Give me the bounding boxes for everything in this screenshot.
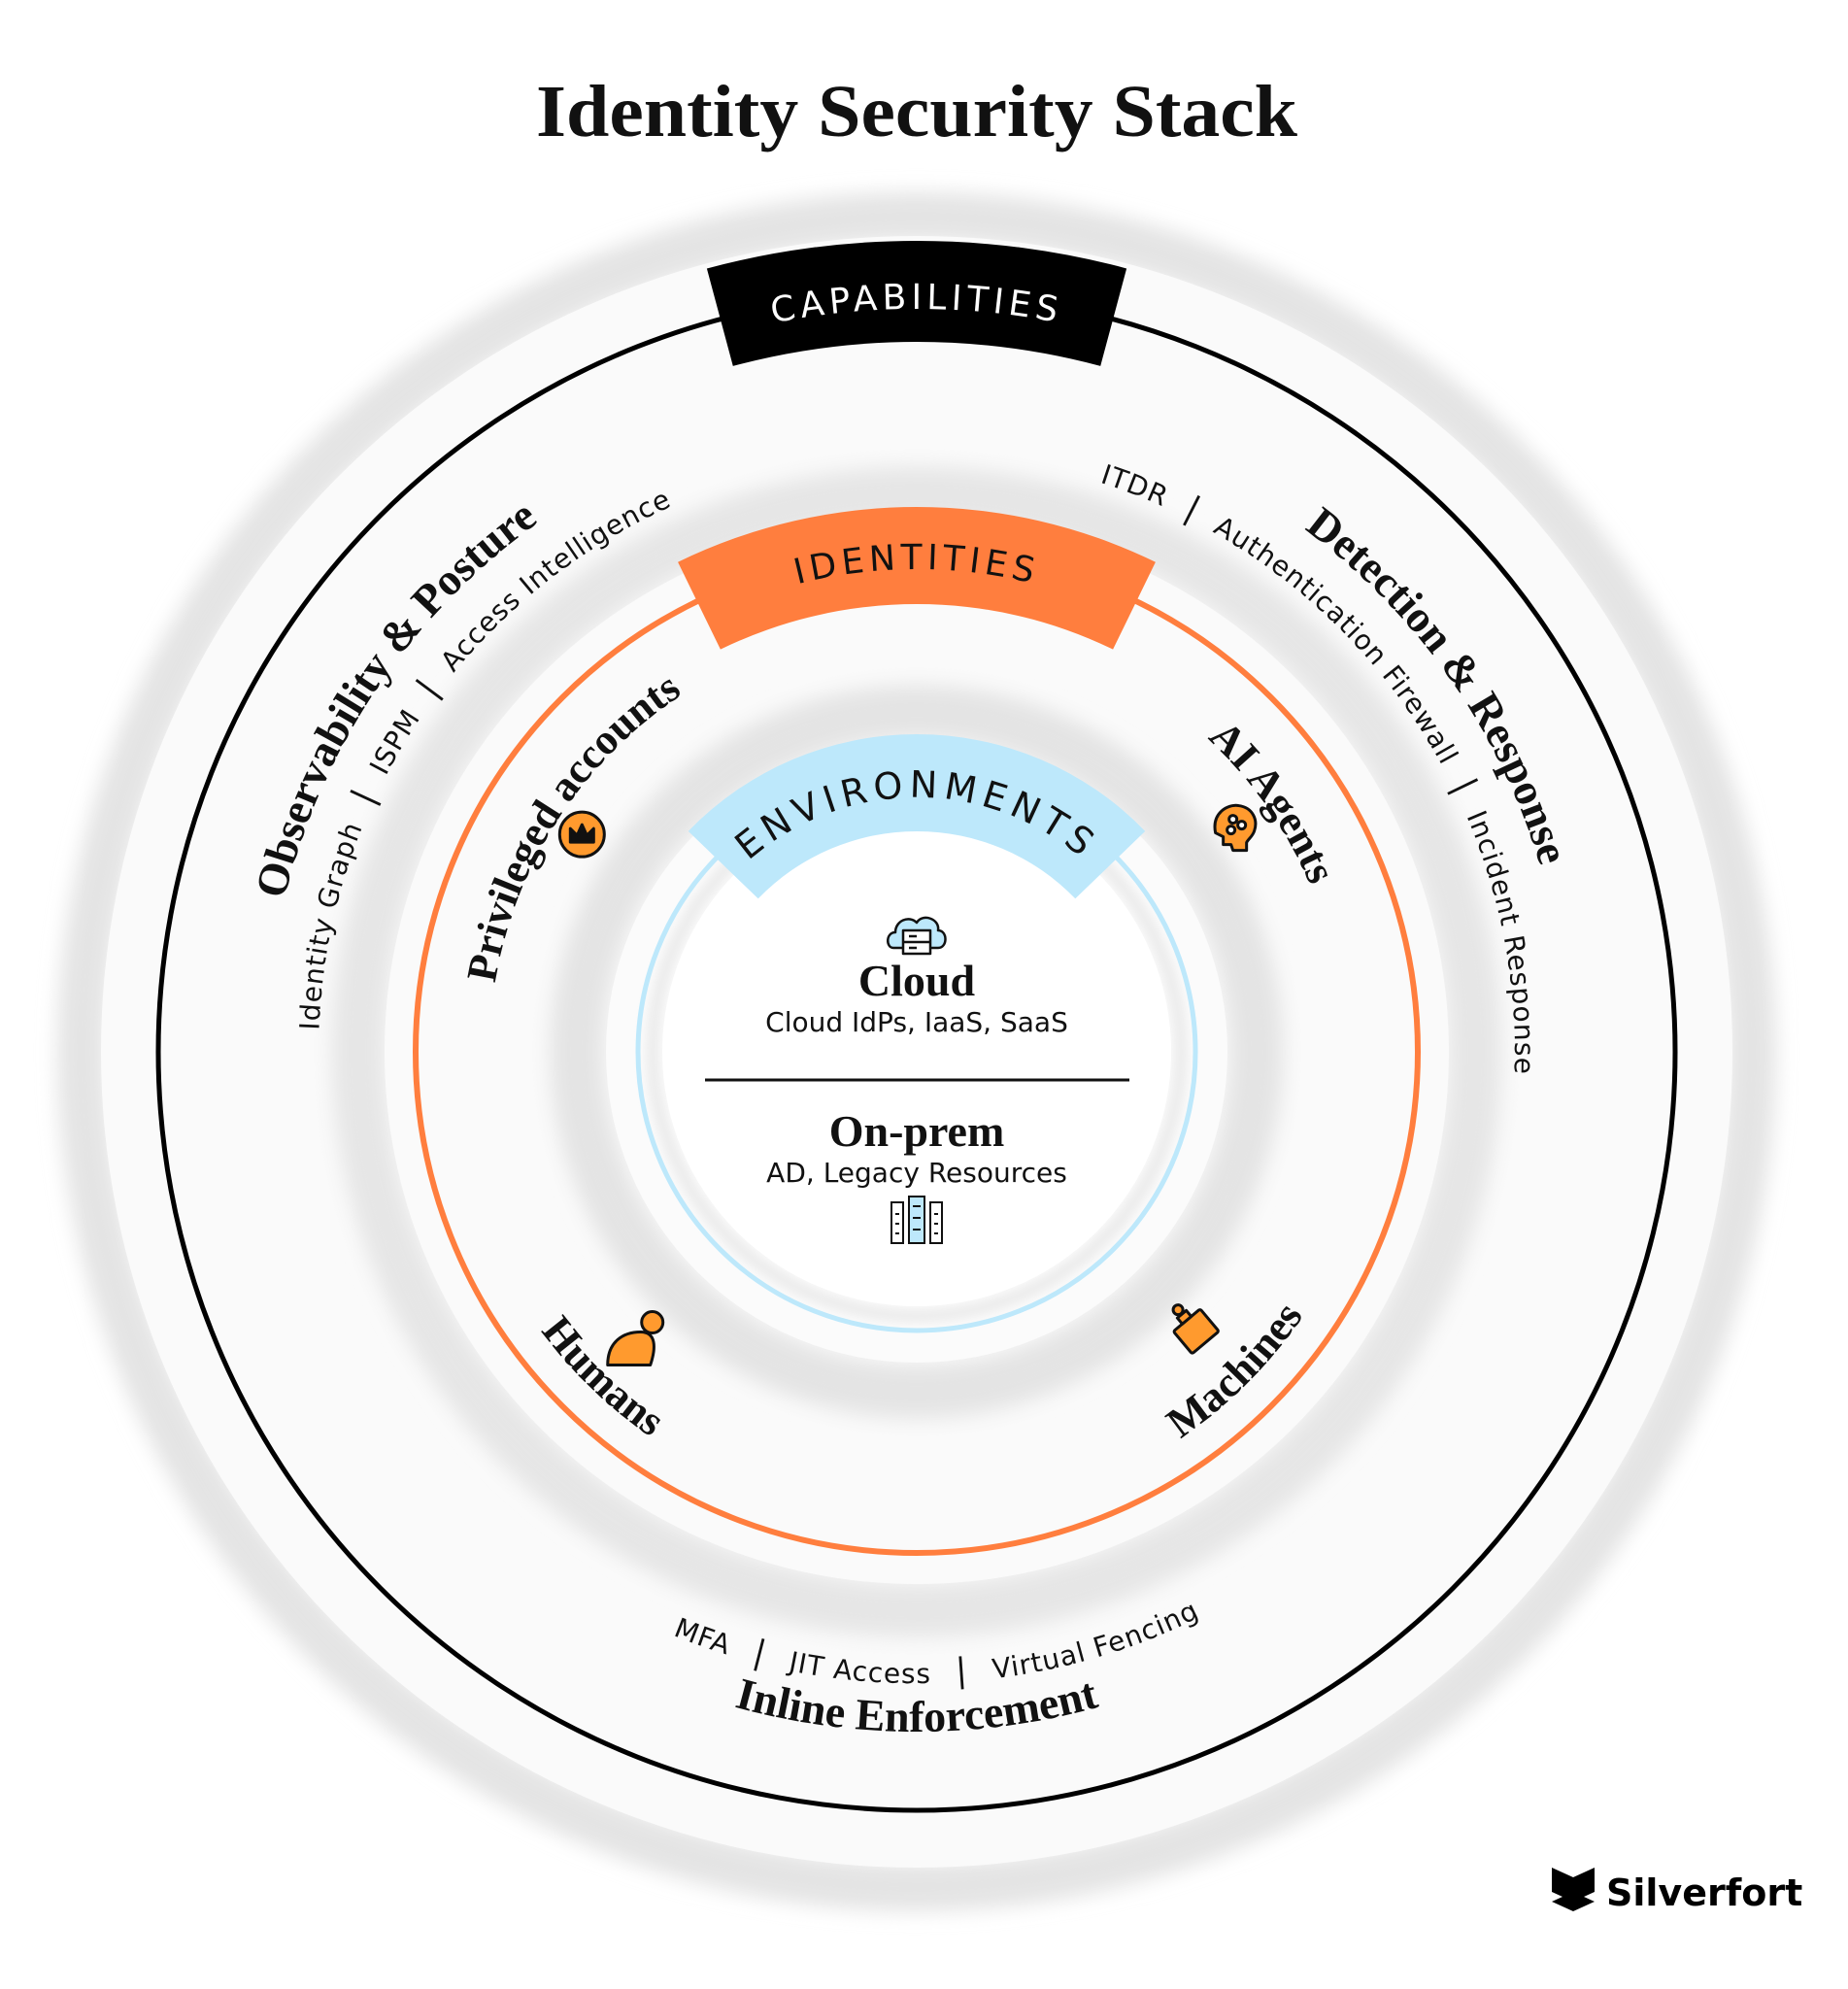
silverfort-logo-mark [1552,1868,1595,1911]
separator: | [955,1651,969,1691]
server-rack-icon [890,1196,943,1244]
capabilities-band [706,240,1127,366]
environment-onprem-title: On-prem [829,1106,1005,1156]
environment-cloud-title: Cloud [858,956,976,1005]
person-icon [606,1310,665,1367]
environment-cloud-subtitle: Cloud IdPs, IaaS, SaaS [765,1006,1068,1038]
ai-head-icon [1213,803,1258,853]
crown-icon [557,810,606,859]
cloud-server-icon [887,916,947,956]
silverfort-logo: Silverfort [1552,1868,1802,1914]
identities-band [678,507,1156,650]
robot-icon [1171,1303,1220,1355]
brand-name: Silverfort [1606,1871,1802,1914]
environment-onprem-subtitle: AD, Legacy Resources [766,1157,1067,1189]
page-title: Identity Security Stack [536,71,1298,152]
background-rings [57,192,1776,1911]
environments-band [688,734,1146,899]
